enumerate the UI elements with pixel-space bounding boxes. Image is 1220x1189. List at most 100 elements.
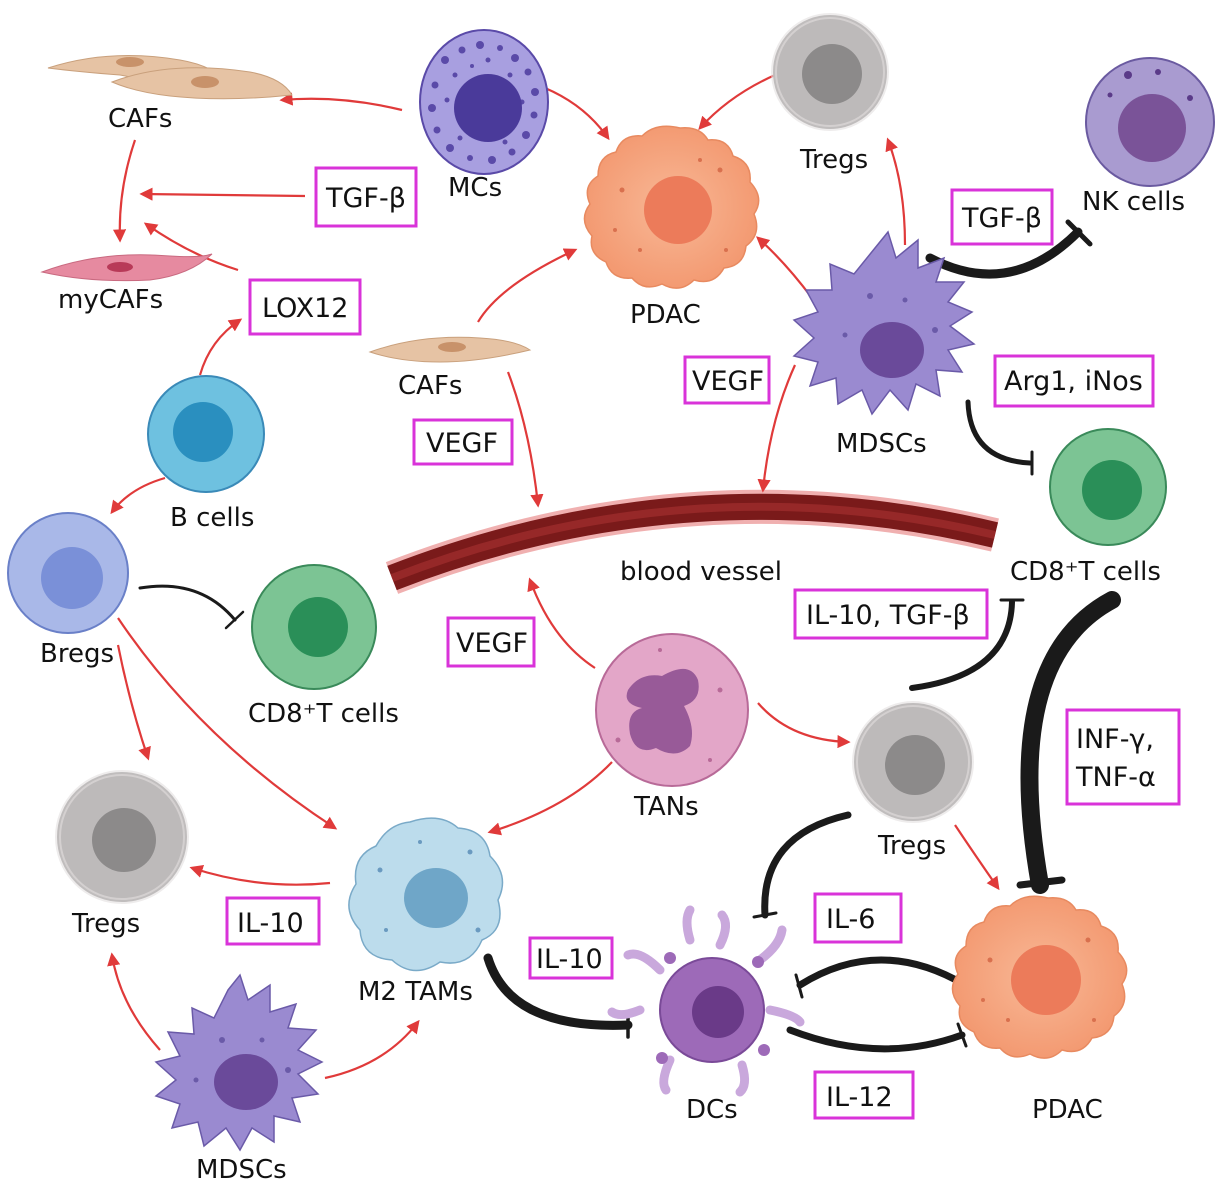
arrow-lox12-to-mycafs <box>143 222 239 272</box>
cytokine-box-vegf-tan: VEGF <box>446 616 536 668</box>
tregs-mid-label: Tregs <box>877 831 946 861</box>
cytokine-box-vegf-caf: VEGF <box>412 418 514 466</box>
inhibit-mdsc-cd8 <box>965 399 1033 466</box>
cytokine-box-tgfb-caf: TGF-β <box>314 166 418 228</box>
cytokine-text: VEGF <box>426 428 498 459</box>
tam-icon <box>348 817 504 972</box>
pdac-bottom-label: PDAC <box>1032 1095 1103 1125</box>
inhibit-tregs-dcs <box>761 811 852 919</box>
cytokine-text: LOX12 <box>262 293 348 324</box>
cytokine-text-line1: INF-γ, <box>1076 724 1154 755</box>
inhibition-lines <box>138 219 1121 1053</box>
cytokine-box-arg1-inos: Arg1, iNos <box>993 354 1155 408</box>
treg-icon <box>852 701 974 823</box>
cafs-top-label: CAFs <box>108 104 172 134</box>
nk-cells-label: NK cells <box>1082 187 1185 217</box>
arrow-mdsc-to-vessel <box>757 364 797 493</box>
cytokine-text: IL-6 <box>826 904 875 935</box>
m2-tams-label: M2 TAMs <box>358 977 473 1007</box>
arrow-tregs-to-pdac-bottom <box>954 824 1000 891</box>
caf-icon <box>47 55 293 100</box>
cytokine-text: IL-10 <box>237 908 304 939</box>
inhibit-tams-dcs <box>483 953 633 1030</box>
arrow-bcells-to-lox12 <box>198 318 243 376</box>
arrow-mdsc-to-tams <box>324 1019 420 1080</box>
dcs-label: DCs <box>686 1095 738 1125</box>
arrow-tams-to-tregs <box>189 864 331 886</box>
cytokine-box-il12: IL-12 <box>813 1070 915 1120</box>
pdac-tumor-icon <box>583 125 760 289</box>
tregs-top-label: Tregs <box>799 145 868 175</box>
mcs-label: MCs <box>448 173 502 203</box>
cytokine-text: IL-10 <box>536 944 603 975</box>
caf-icon <box>368 336 532 363</box>
cytokine-text: VEGF <box>456 628 528 659</box>
tan-icon <box>595 633 749 787</box>
cytokine-text: TGF-β <box>961 203 1042 234</box>
arrow-bregs-to-tregs <box>116 644 151 761</box>
mycafs-label: myCAFs <box>58 285 163 315</box>
blood-vessel-icon <box>385 489 999 594</box>
inhibit-mdsc-nk <box>925 227 1083 279</box>
nk-cell-icon <box>1085 57 1215 187</box>
cytokine-box-vegf-mdsc: VEGF <box>683 355 771 405</box>
cd8-left-label: CD8⁺T cells <box>248 699 399 729</box>
mdscs-bottom-label: MDSCs <box>196 1155 287 1185</box>
pdac-tumor-icon <box>951 895 1128 1059</box>
arrow-cafs-to-vessel <box>506 371 544 508</box>
cytokine-box-il10-dc: IL-10 <box>528 936 614 980</box>
cd8-right-label: CD8⁺T cells <box>1010 557 1161 587</box>
blood-vessel-label: blood vessel <box>620 557 782 587</box>
cytokine-box-il10-tgfb: IL-10, TGF-β <box>793 588 989 640</box>
cytokine-box-inf-tnf: INF-γ, TNF-α <box>1065 708 1181 806</box>
treg-icon <box>771 13 889 131</box>
inhibit-cd8-pdac <box>1020 591 1121 894</box>
cytokine-text: TGF-β <box>325 183 406 214</box>
cytokine-text-line2: TNF-α <box>1075 762 1156 793</box>
arrow-mdsc-to-pdac <box>756 236 813 299</box>
arrow-mdsc-to-tregs-left <box>107 952 161 1051</box>
b-cells-label: B cells <box>170 503 254 533</box>
arrow-cafs-to-pdac <box>477 248 578 323</box>
breg-icon <box>7 512 129 634</box>
tans-label: TANs <box>633 792 699 822</box>
tregs-left-label: Tregs <box>71 909 140 939</box>
arrow-tgfb-to-mycafs <box>139 187 306 201</box>
arrow-bcells-to-bregs <box>110 476 166 515</box>
pdac-top-label: PDAC <box>630 300 701 330</box>
mdsc-icon <box>154 973 324 1152</box>
arrow-mcs-to-cafs <box>279 92 403 112</box>
arrow-tans-to-vessel <box>527 577 596 669</box>
cd8-t-cell-icon <box>251 564 377 690</box>
mdscs-top-label: MDSCs <box>836 429 927 459</box>
treg-icon <box>55 770 189 904</box>
mycaf-icon <box>40 253 213 282</box>
arrow-tregs-to-pdac <box>698 73 776 130</box>
inhibit-tregs-cd8 <box>909 599 1015 691</box>
cafs-mid-label: CAFs <box>398 371 462 401</box>
inhibit-bregs-cd8 <box>138 584 237 622</box>
cytokine-box-il6: IL-6 <box>813 892 903 944</box>
b-cell-icon <box>147 375 265 493</box>
cytokine-box-il10-tam: IL-10 <box>225 896 321 946</box>
cytokine-text: Arg1, iNos <box>1004 366 1143 397</box>
cytokine-box-lox12: LOX12 <box>248 278 362 336</box>
cytokine-text: VEGF <box>692 366 764 397</box>
inhibit-dcs-pdac <box>786 1026 966 1053</box>
cytokine-text: IL-10, TGF-β <box>806 600 970 631</box>
bregs-label: Bregs <box>40 639 114 669</box>
arrow-tans-to-tregs <box>757 702 851 749</box>
arrow-mcs-to-pdac <box>544 86 610 141</box>
inhibit-pdac-dcs <box>796 956 969 989</box>
arrow-tans-to-tams <box>487 761 613 836</box>
cytokine-box-tgfb-nk: TGF-β <box>950 188 1054 246</box>
mdsc-icon <box>792 230 976 416</box>
mast-cell-icon <box>419 29 549 175</box>
cytokine-text: IL-12 <box>826 1082 893 1113</box>
arrow-bregs-to-tams <box>117 617 338 830</box>
cd8-t-cell-icon <box>1049 428 1167 546</box>
dendritic-cell-icon <box>607 905 805 1097</box>
arrow-mdsc-to-tregs <box>885 137 907 246</box>
arrow-cafs-to-mycafs <box>112 139 137 243</box>
